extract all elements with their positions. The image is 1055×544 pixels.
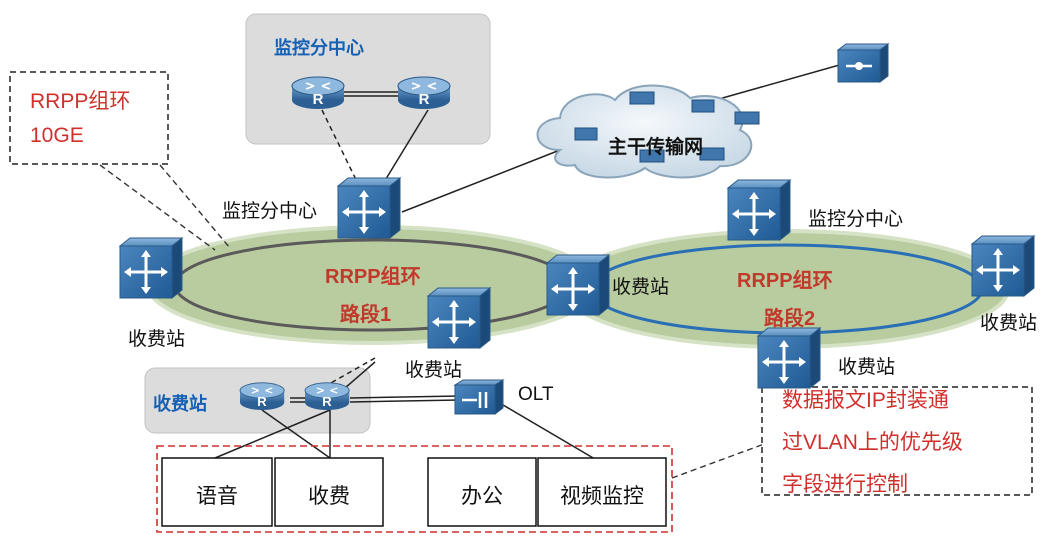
callout-rrpp-line2: 10GE <box>30 124 84 147</box>
backbone-label: 主干传输网 <box>608 137 704 158</box>
monitor-center-box-title: 监控分中心 <box>274 38 364 58</box>
service-video-surveillance: 视频监控 <box>560 485 644 508</box>
service-group-box <box>156 445 673 533</box>
service-video-box <box>537 457 667 527</box>
switch-icon <box>336 176 402 240</box>
callout-vlan-line2: 过VLAN上的优先级 <box>782 431 963 454</box>
service-office: 办公 <box>461 485 503 508</box>
callout-pointers <box>99 164 776 479</box>
ring1-subtitle: 路段1 <box>340 304 392 326</box>
toll-station-box-title: 收费站 <box>153 394 207 414</box>
cloud-icon <box>536 84 760 179</box>
ring2-subtitle: 路段2 <box>764 308 816 330</box>
switch-icon <box>426 286 492 350</box>
callout-vlan-line1: 数据报文IP封装通 <box>782 389 949 412</box>
service-voice-box <box>161 457 273 527</box>
router-letter: R <box>322 394 332 409</box>
callout-rrpp-box <box>9 71 169 165</box>
router-letter: R <box>419 91 430 108</box>
node-label-toll-station: 收费站 <box>980 313 1038 334</box>
service-toll: 收费 <box>308 485 350 508</box>
node-label-olt: OLT <box>518 384 554 405</box>
switch-icon <box>970 234 1036 298</box>
service-voice: 语音 <box>196 485 238 508</box>
node-label-monitor-center: 监控分中心 <box>222 201 318 222</box>
node-label-monitor-center: 监控分中心 <box>808 209 904 230</box>
node-label-toll-station: 收费站 <box>405 360 463 381</box>
monitor-center-group-box <box>245 13 491 145</box>
node-label-toll-station: 收费站 <box>838 357 896 378</box>
service-office-box <box>427 457 537 527</box>
router-letter: R <box>257 394 267 409</box>
callout-vlan-box <box>761 386 1033 496</box>
switch-icon <box>726 178 792 242</box>
router-letter: R <box>313 91 324 108</box>
olt-icon <box>453 379 505 415</box>
callout-vlan-line3: 字段进行控制 <box>782 473 908 496</box>
node-label-toll-station: 收费站 <box>612 277 670 298</box>
remote-switch-icon <box>836 43 890 83</box>
switch-icon <box>545 253 611 317</box>
node-label-toll-station: 收费站 <box>128 329 186 350</box>
service-toll-box <box>274 457 384 527</box>
ring1-title: RRPP组环 <box>325 266 421 288</box>
callout-rrpp-line1: RRPP组环 <box>30 90 131 113</box>
ring2-title: RRPP组环 <box>737 270 833 292</box>
switch-icon <box>756 326 822 390</box>
switch-icon <box>118 236 184 300</box>
